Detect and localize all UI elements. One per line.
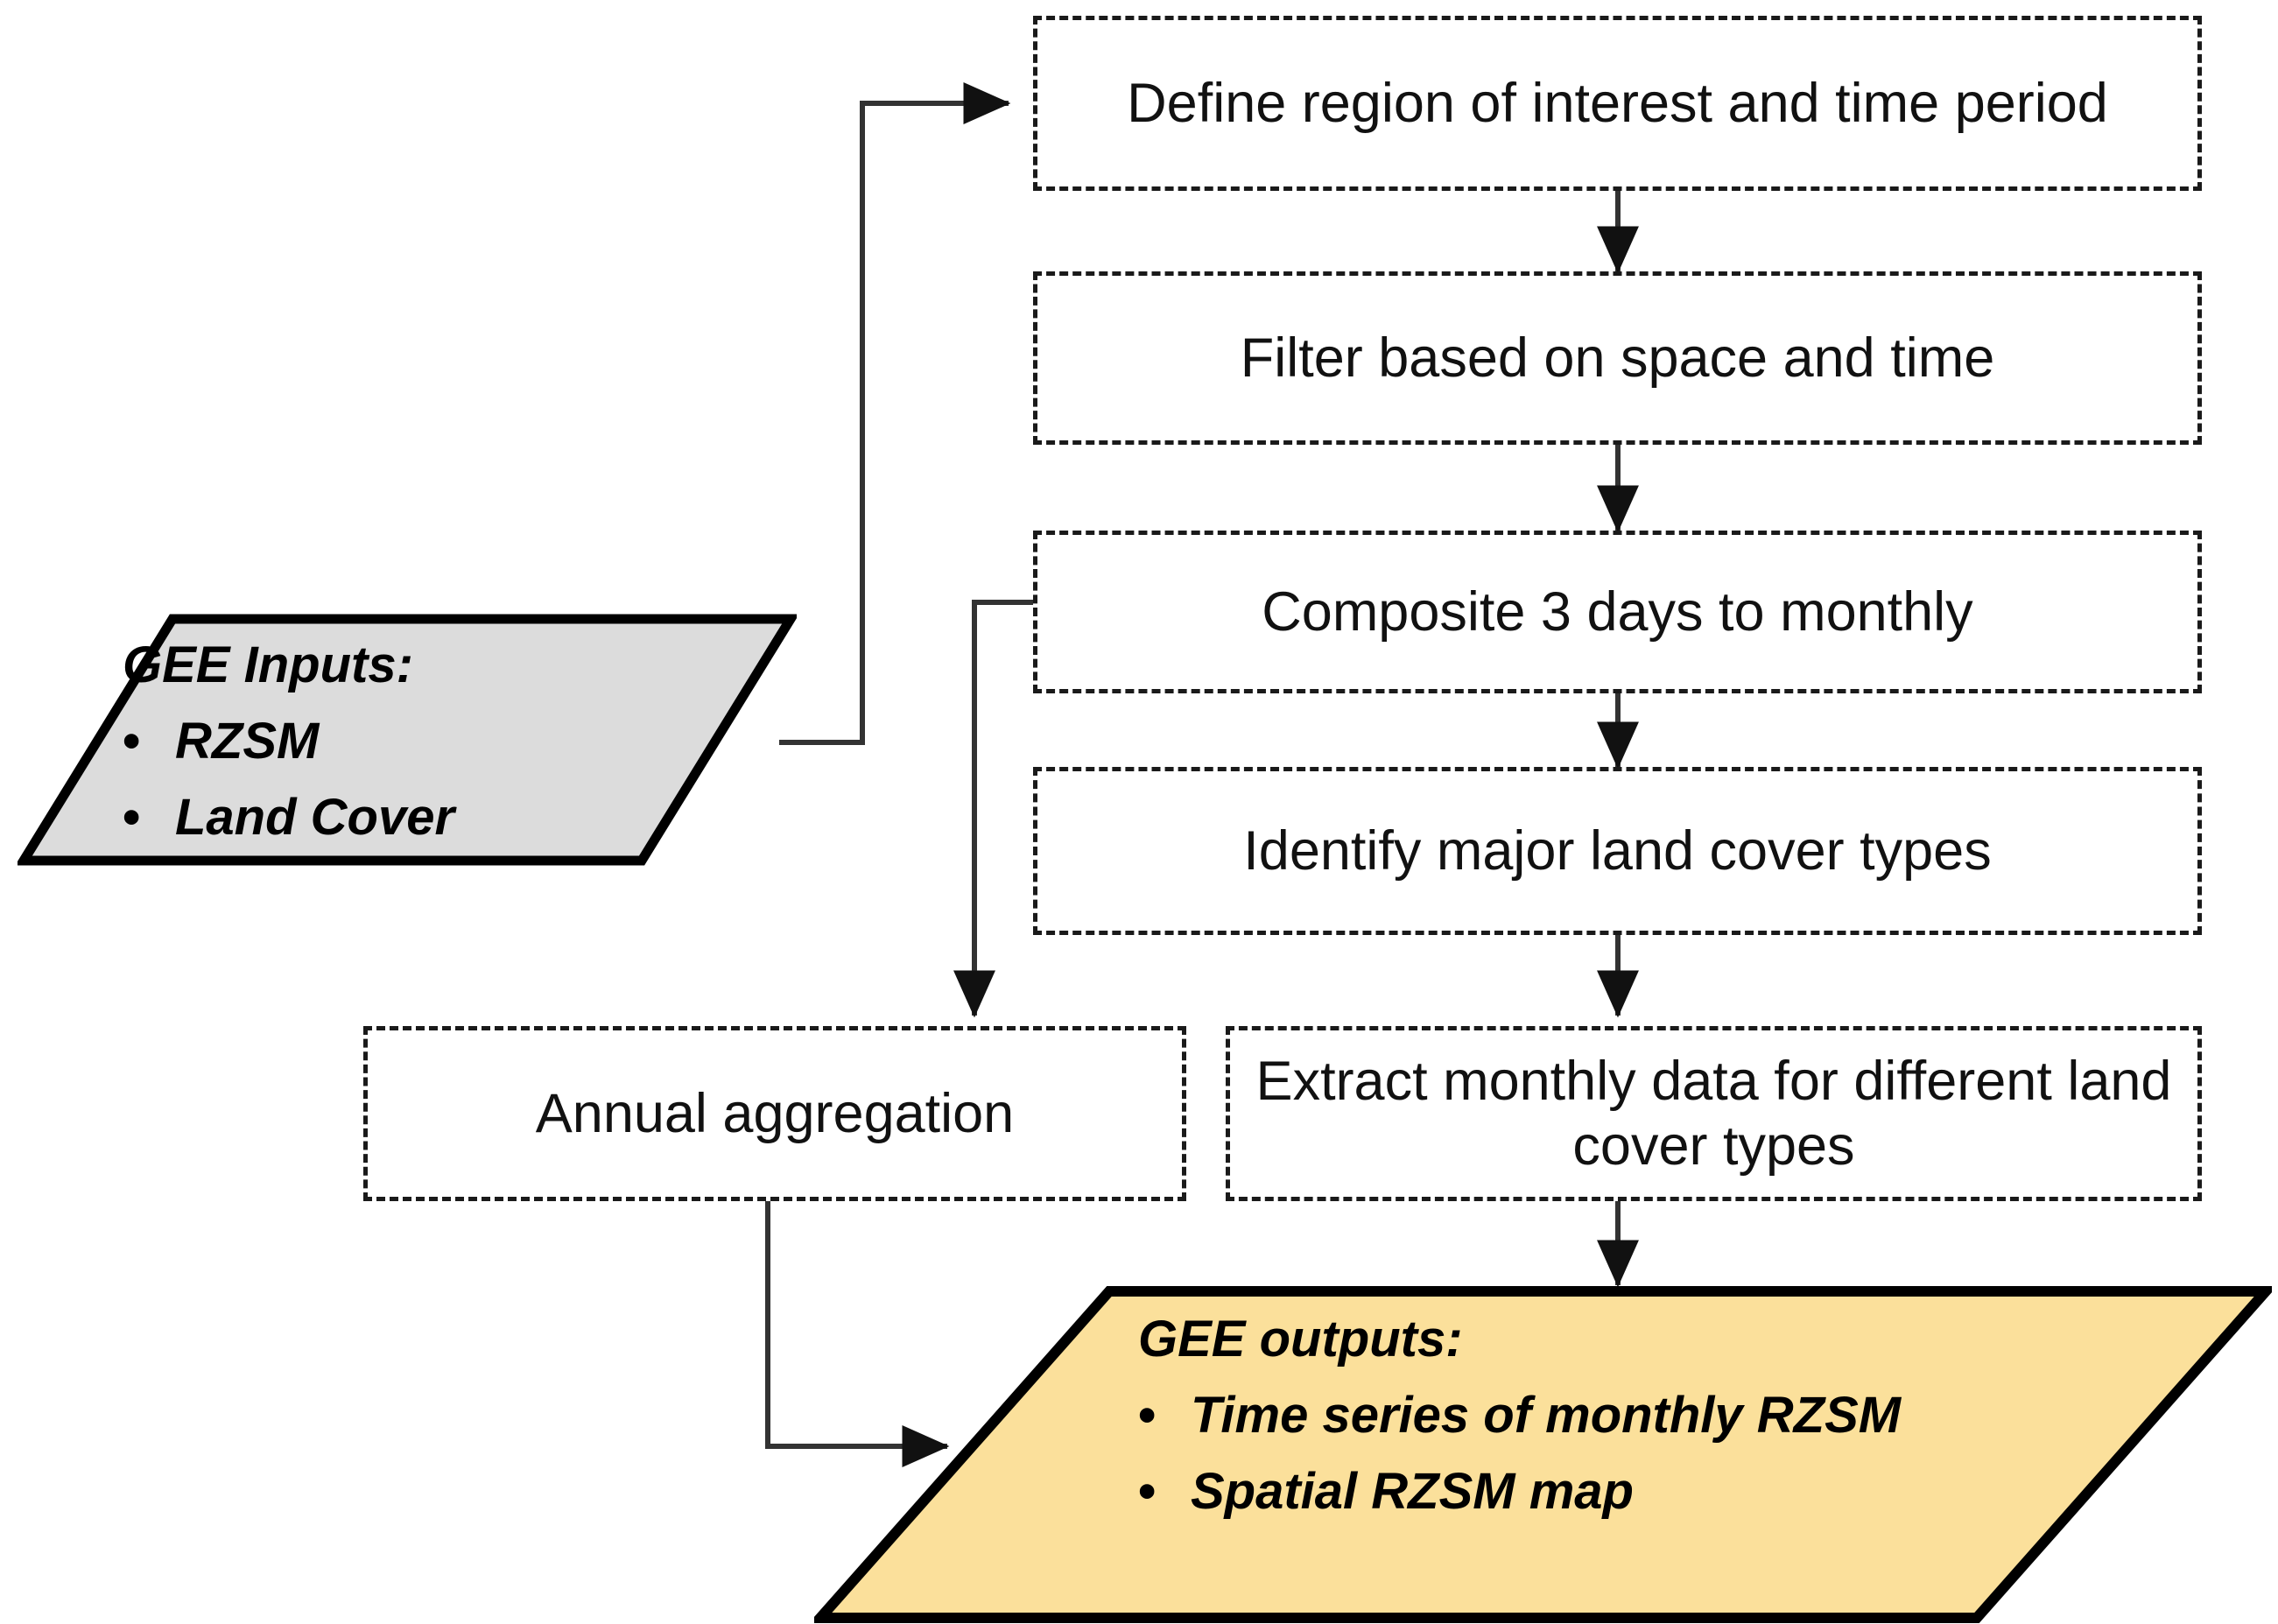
list-item: • Land Cover bbox=[123, 791, 770, 845]
process-box-identify[interactable]: Identify major land cover types bbox=[1033, 767, 2202, 935]
gee-inputs-item-0: RZSM bbox=[175, 712, 320, 770]
gee-inputs-item-1: Land Cover bbox=[175, 788, 455, 846]
bullet-icon: • bbox=[123, 712, 141, 770]
bullet-icon: • bbox=[123, 788, 141, 846]
edge-composite-to-annual bbox=[953, 600, 1033, 1018]
gee-outputs-outline bbox=[814, 1286, 2272, 1623]
gee-outputs-title: GEE outputs: bbox=[1138, 1311, 1463, 1367]
process-box-annual-aggregation[interactable]: Annual aggregation bbox=[363, 1026, 1186, 1201]
gee-inputs-content: GEE Inputs: • RZSM • Land Cover bbox=[123, 636, 770, 845]
process-box-extract-label: Extract monthly data for different land … bbox=[1255, 1050, 2172, 1177]
gee-outputs-item-0: Time series of monthly RZSM bbox=[1191, 1386, 1902, 1444]
process-box-composite-label: Composite 3 days to monthly bbox=[1262, 580, 1973, 643]
gee-outputs-list: • Time series of monthly RZSM • Spatial … bbox=[1138, 1386, 2189, 1520]
bullet-icon: • bbox=[1138, 1386, 1157, 1444]
edge-input-to-define bbox=[779, 82, 1011, 745]
list-item: • Time series of monthly RZSM bbox=[1138, 1386, 2189, 1444]
process-box-extract[interactable]: Extract monthly data for different land … bbox=[1226, 1026, 2202, 1201]
gee-inputs-list: • RZSM • Land Cover bbox=[123, 712, 770, 845]
gee-inputs-shape: GEE Inputs: • RZSM • Land Cover bbox=[18, 613, 797, 867]
process-box-define-region-label: Define region of interest and time perio… bbox=[1127, 72, 2108, 134]
gee-outputs-shape: GEE outputs: • Time series of monthly RZ… bbox=[814, 1285, 2272, 1624]
list-item: • RZSM bbox=[123, 712, 770, 770]
process-box-annual-aggregation-label: Annual aggregation bbox=[535, 1082, 1015, 1144]
process-box-composite[interactable]: Composite 3 days to monthly bbox=[1033, 531, 2202, 693]
gee-inputs-outline bbox=[18, 614, 797, 866]
process-box-filter[interactable]: Filter based on space and time bbox=[1033, 271, 2202, 445]
process-box-identify-label: Identify major land cover types bbox=[1243, 819, 1992, 882]
process-box-define-region[interactable]: Define region of interest and time perio… bbox=[1033, 16, 2202, 191]
gee-inputs-title: GEE Inputs: bbox=[123, 636, 413, 693]
gee-outputs-item-1: Spatial RZSM map bbox=[1191, 1462, 1634, 1520]
bullet-icon: • bbox=[1138, 1462, 1157, 1520]
gee-outputs-content: GEE outputs: • Time series of monthly RZ… bbox=[1138, 1311, 2189, 1520]
process-box-filter-label: Filter based on space and time bbox=[1240, 327, 1995, 389]
list-item: • Spatial RZSM map bbox=[1138, 1462, 2189, 1520]
